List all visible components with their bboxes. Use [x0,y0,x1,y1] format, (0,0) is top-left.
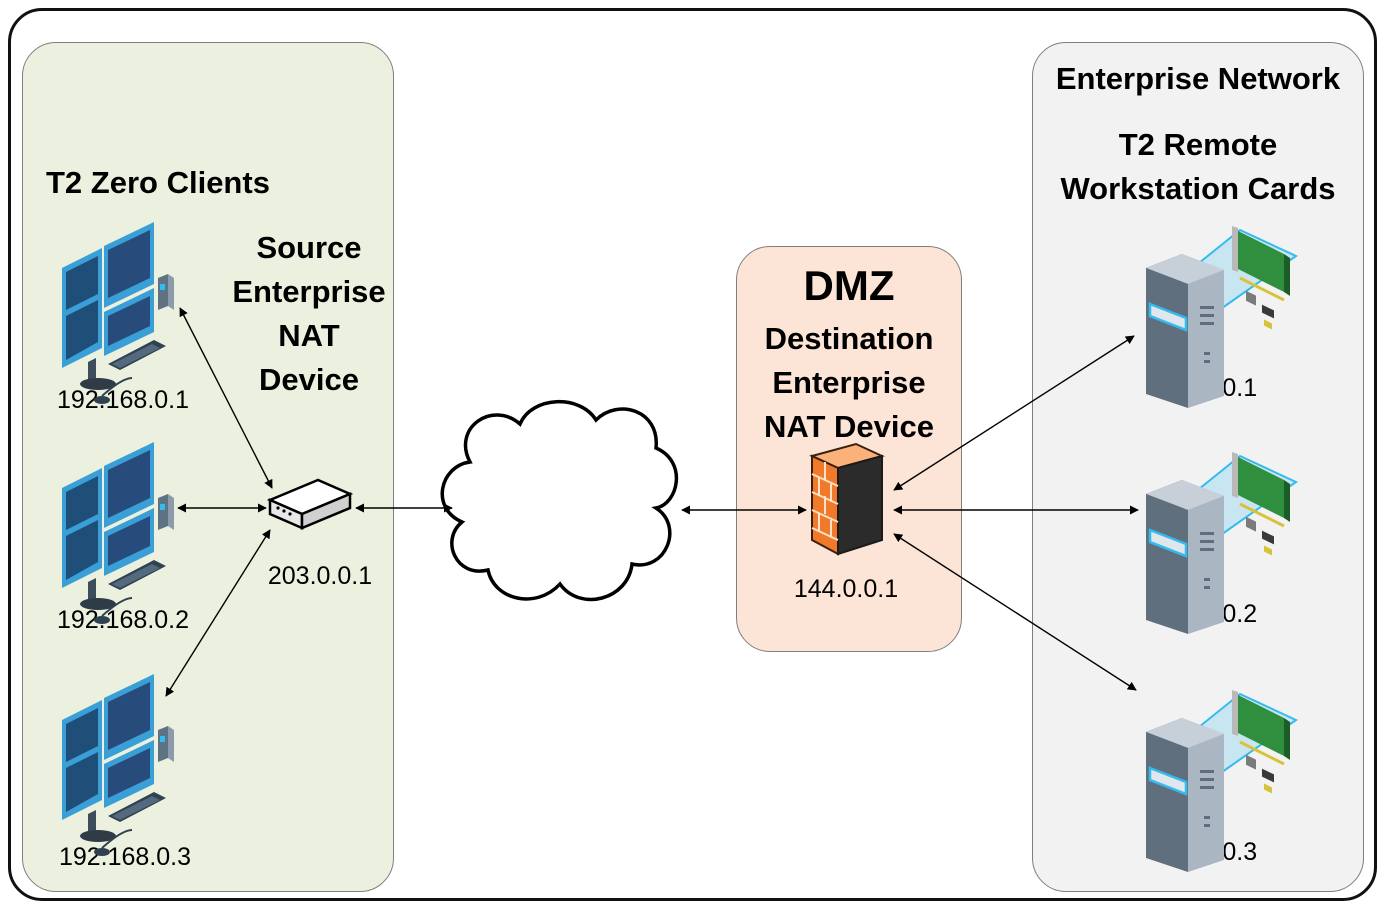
enterprise-subtitle-line: Workstation Cards [1060,171,1336,206]
zero-client-icon [61,221,175,405]
client-address: 192.168.0.1 [56,386,190,414]
firewall-workstation-link [893,335,1135,491]
firewall-icon [809,442,885,556]
workstation-tower-icon [1144,224,1298,410]
zero-client-icon [61,673,175,857]
nat-router-icon [266,478,354,530]
source-nat-line: Device [259,362,359,397]
internet-cloud-icon [440,399,679,602]
source-nat-line: NAT [278,318,340,353]
source-nat-line: Source [256,230,362,265]
enterprise-subtitle-line: T2 Remote [1118,127,1278,162]
firewall-workstation-link [893,533,1137,691]
source-nat-line: Enterprise [232,274,386,309]
firewall-address: 144.0.0.1 [793,575,899,603]
enterprise-title: Enterprise Network [1055,61,1341,96]
clients-title: T2 Zero Clients [46,165,270,200]
client-address: 192.168.0.3 [58,843,192,871]
workstation-tower-icon [1144,688,1298,874]
workstation-tower-icon [1144,450,1298,636]
client-router-link [179,307,273,489]
zero-client-icon [61,441,175,625]
client-router-link [165,529,271,697]
dmz-title: DMZ [803,262,895,309]
router-address: 203.0.0.1 [267,562,373,590]
diagram-frame [8,8,1377,901]
